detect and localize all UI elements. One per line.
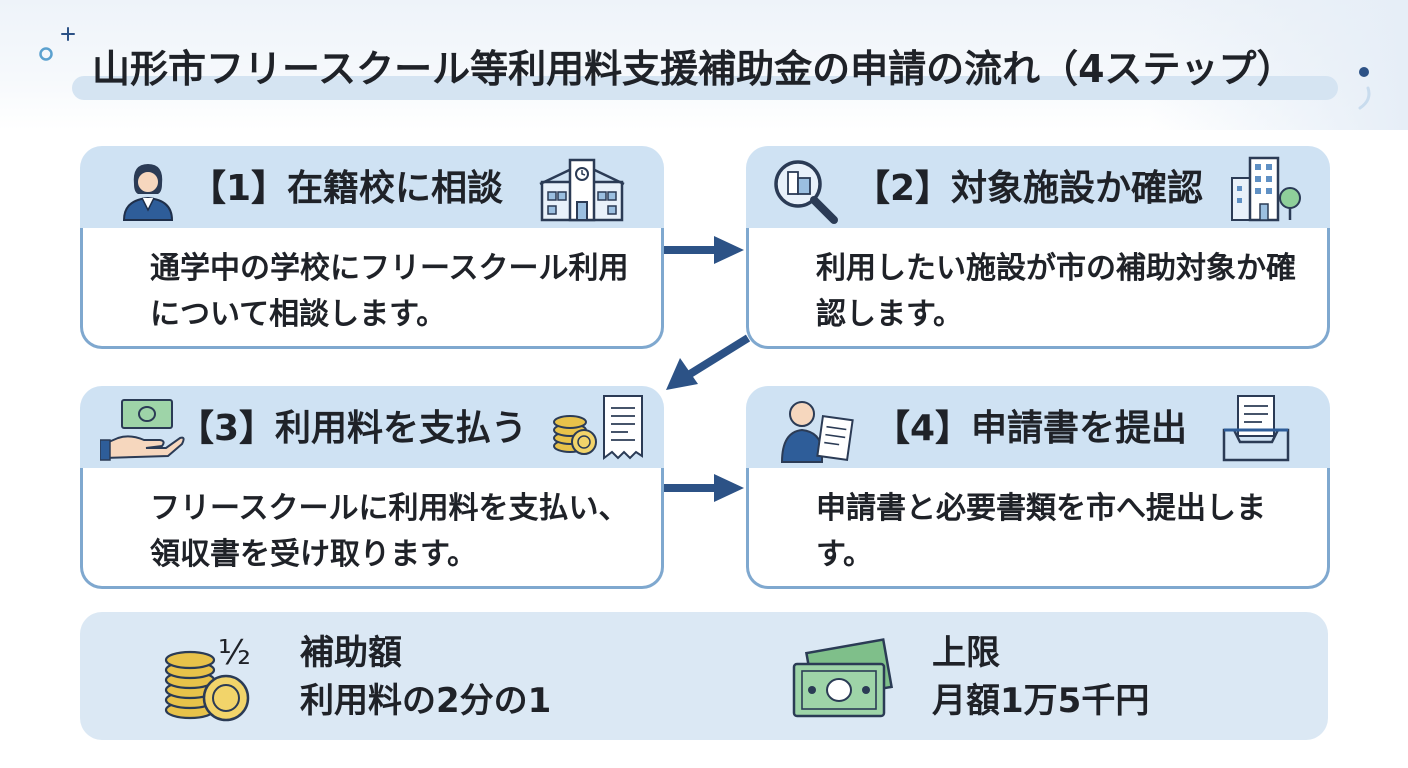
step-card-2: 【2】対象施設か確認 利用したい施設が市の補助対象か確認します。 [746,146,1330,352]
dot-arc-decoration-icon [1358,67,1371,110]
subsidy-label: 補助額 [300,633,402,673]
step-title: 【3】利用料を支払う [178,408,528,449]
step-title: 【2】対象施設か確認 [854,168,1204,209]
limit-value: 月額1万5千円 [932,681,1150,721]
step-card-body [746,228,1330,349]
flow-arrow-1-to-2 [664,236,744,264]
step-card-1: 【1】在籍校に相談 通学中の学校にフリースクール利用について相談します。 [80,146,664,352]
hand-money-icon [100,399,185,461]
step-card-3: 【3】利用料を支払う フリースクールに利用料を支払い、領収書を受け取ります。 [80,386,664,592]
step-description: 通学中の学校にフリースクール利用について相談します。 [150,251,629,332]
title-underline-band [72,76,1338,100]
step-card-4: 【4】申請書を提出 申請書と必要書類を市へ提出します。 [746,386,1330,592]
step-description: フリースクールに利用料を支払い、領収書を受け取ります。 [150,491,629,572]
banknote-icon [792,638,894,718]
step-title: 【4】申請書を提出 [874,408,1188,449]
coin-stack-icon [553,415,597,455]
subsidy-value: 利用料の2分の1 [300,681,552,721]
limit-label: 上限 [932,633,1000,673]
sparkle-icon [39,27,75,61]
step-title: 【1】在籍校に相談 [190,168,504,209]
office-tree-icon [1231,156,1301,222]
step-card-body [746,468,1330,589]
flow-arrow-2-to-3 [666,334,751,390]
coins-icon [164,650,250,722]
step-card-body [80,468,664,589]
receipt-icon [603,395,643,460]
step-description: 申請書と必要書類を市へ提出します。 [816,491,1266,572]
school-building-icon [539,158,625,222]
person-icon [122,164,174,221]
magnifier-building-icon [774,160,838,224]
header-background-accent [1150,0,1408,130]
inbox-tray-icon [1222,395,1290,462]
flow-arrow-3-to-4 [664,474,744,502]
person-document-icon [780,401,854,463]
half-fraction-glyph: ½ [218,633,251,673]
page-title: 山形市フリースクール等利用料支援補助金の申請の流れ（4ステップ） [92,47,1295,91]
step-description: 利用したい施設が市の補助対象か確認します。 [816,251,1296,332]
step-card-body [80,228,664,349]
subsidy-summary-panel: ½ 補助額 利用料の2分の1 上限 月額1万5千円 [80,612,1328,740]
